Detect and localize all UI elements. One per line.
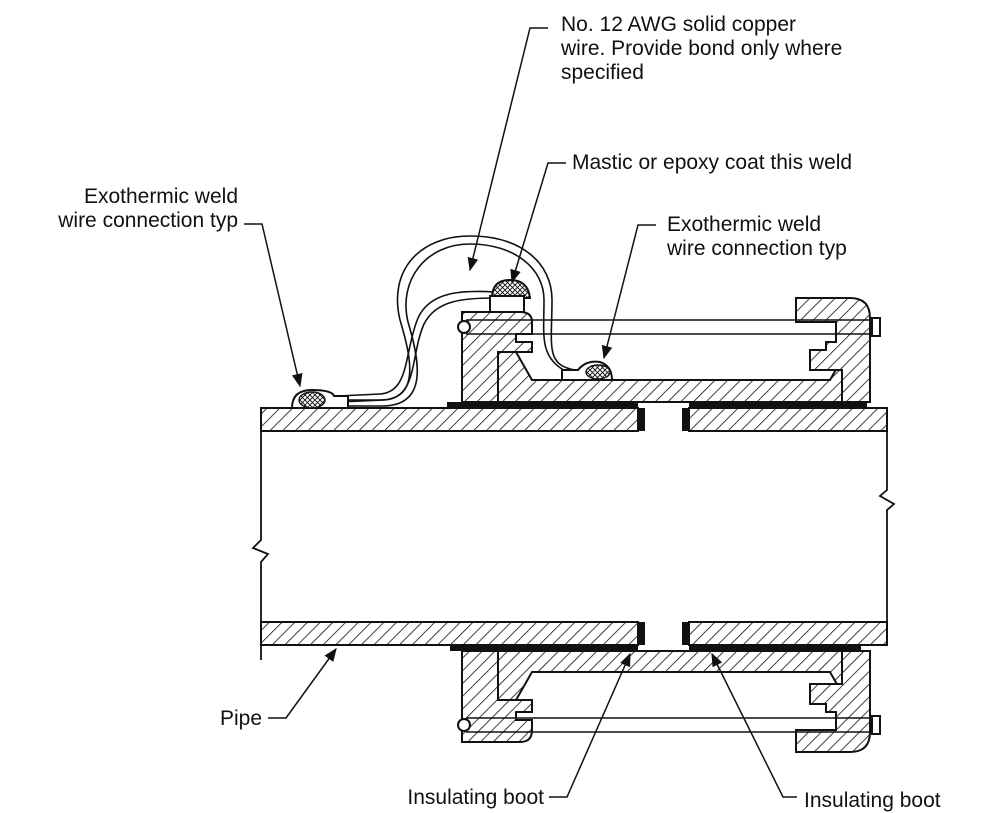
label-boot-left: Insulating boot (407, 786, 544, 809)
leader-boot-right (711, 652, 797, 798)
leader-wire (467, 27, 548, 272)
bottom-coupling (457, 650, 881, 753)
leader-mastic (510, 162, 566, 284)
mastic-coated-weld (489, 278, 532, 313)
top-coupling (457, 297, 881, 403)
leader-pipe (268, 647, 337, 719)
pipe-top-wall (260, 407, 888, 432)
exothermic-weld-right (561, 360, 614, 381)
leader-lines (244, 27, 797, 798)
pipe-bottom-wall (260, 621, 888, 646)
leader-boot-left (549, 652, 631, 798)
label-exo-right-line1: Exothermic weld (667, 213, 822, 236)
leader-exo-left (244, 223, 303, 388)
gap-insulators (638, 408, 689, 645)
label-exo-left-line2: wire connection typ (58, 209, 238, 232)
exothermic-weld-left (290, 388, 349, 409)
label-mastic: Mastic or epoxy coat this weld (572, 151, 853, 174)
label-wire-line3: specified (561, 61, 644, 84)
bond-wire (337, 235, 576, 407)
label-exo-right-line2: wire connection typ (667, 237, 847, 260)
label-exo-left-line1: Exothermic weld (83, 185, 238, 208)
label-wire-line1: No. 12 AWG solid copper (561, 13, 796, 36)
label-wire-line2: wire. Provide bond only where (561, 37, 843, 60)
insulating-boot-strips (447, 402, 867, 651)
pipe-break-lines (251, 408, 896, 660)
label-pipe: Pipe (219, 707, 262, 730)
label-boot-right: Insulating boot (804, 789, 941, 812)
leader-exo-right (601, 224, 656, 360)
